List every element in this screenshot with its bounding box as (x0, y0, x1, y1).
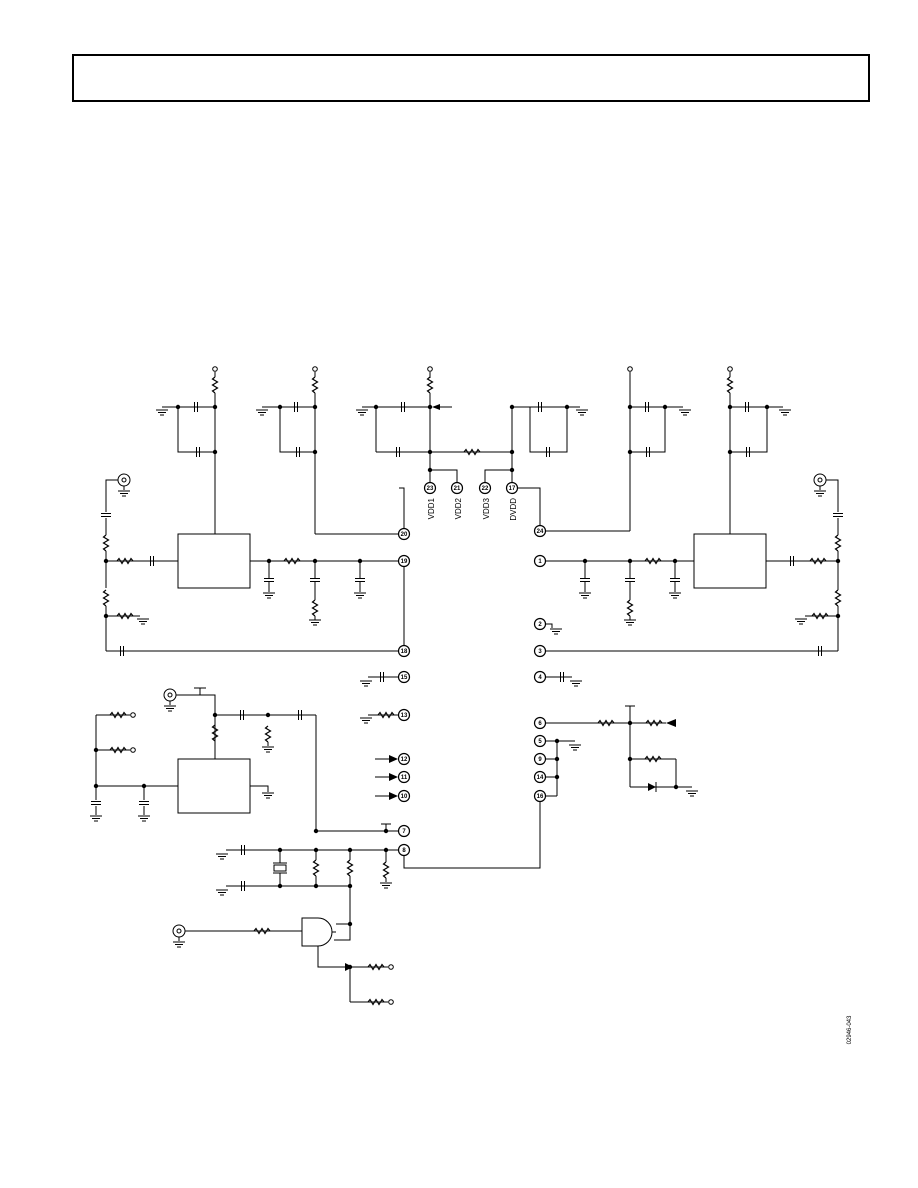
pin-14: 14 (537, 775, 544, 781)
pin-8: 8 (402, 848, 406, 854)
pin-24: 24 (537, 529, 544, 535)
pin-5: 5 (538, 739, 542, 745)
right-amplifier-block (546, 473, 844, 657)
reference-clock-section (89, 687, 398, 834)
pin-17: 17 (509, 486, 516, 492)
pin-22: 22 (482, 486, 489, 492)
ic-pins (397, 481, 547, 857)
pin-19: 19 (401, 559, 408, 565)
pin-15: 15 (401, 675, 408, 681)
pin-3: 3 (538, 649, 542, 655)
supply-branch-right-1 (546, 366, 692, 532)
pin-16: 16 (537, 794, 544, 800)
and-gate-section (172, 917, 394, 1006)
pin-13: 13 (401, 713, 408, 719)
center-supply-network (355, 366, 589, 529)
pin-numbers: 20 19 18 15 13 12 11 10 7 8 23 21 22 17 … (401, 486, 544, 854)
label-dvdd: DVDD (509, 498, 518, 521)
label-vdd1: VDD1 (427, 497, 436, 519)
pin-18: 18 (401, 649, 408, 655)
label-vdd2: VDD2 (454, 497, 463, 519)
pin-9: 9 (538, 757, 542, 763)
pin-6: 6 (538, 721, 542, 727)
label-vdd3: VDD3 (482, 497, 491, 519)
pin-20: 20 (401, 532, 408, 538)
pin-2: 2 (538, 622, 542, 628)
crystal-network (215, 844, 398, 924)
left-lower-pins (359, 671, 398, 800)
left-amplifier-block (100, 473, 398, 657)
pin-11: 11 (401, 775, 408, 781)
pin-12: 12 (401, 757, 408, 763)
header-box (72, 54, 870, 102)
pin-10: 10 (401, 794, 408, 800)
figure-number: 02946-043 (847, 1015, 853, 1044)
pin-21: 21 (454, 486, 461, 492)
supply-branch-left-1 (155, 366, 219, 534)
right-lower-pins (403, 623, 699, 869)
pin-1: 1 (538, 559, 542, 565)
supply-branch-left-2 (255, 366, 398, 535)
supply-branch-right-2 (726, 366, 792, 534)
pin-23: 23 (427, 486, 434, 492)
pin-4: 4 (538, 675, 542, 681)
pin-7: 7 (402, 829, 406, 835)
